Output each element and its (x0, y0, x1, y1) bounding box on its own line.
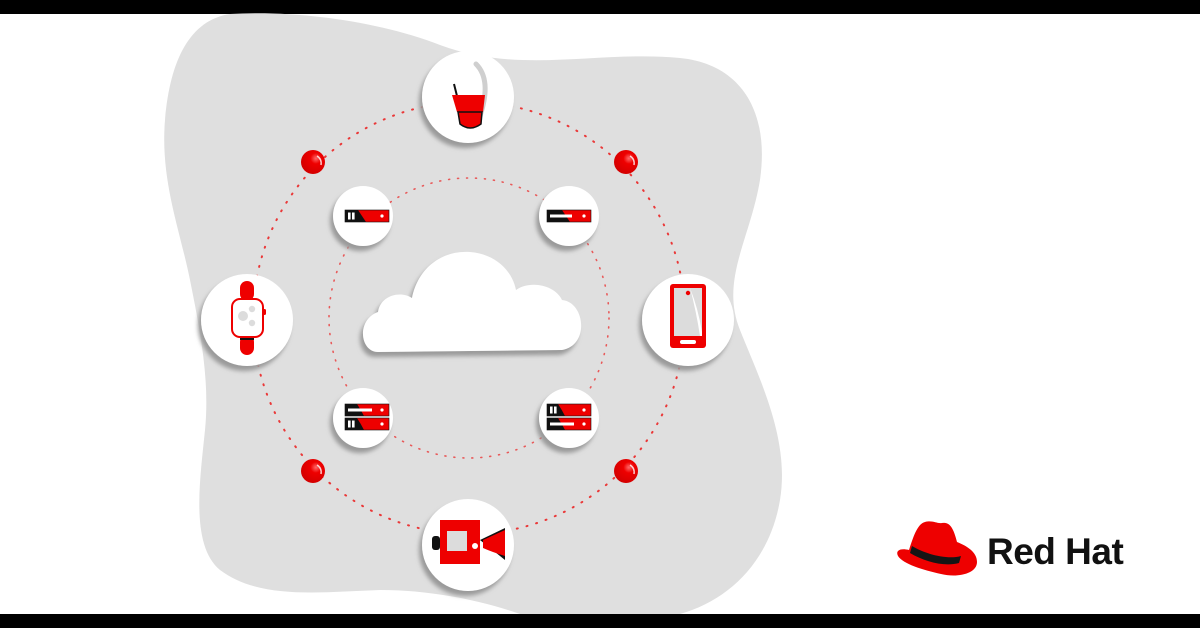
server-single-icon (344, 209, 390, 223)
server-single-icon (546, 209, 592, 223)
brand-wordmark: Red Hat (987, 530, 1124, 572)
server-stack-icon (546, 403, 592, 431)
server-node-top-left (333, 186, 393, 246)
smartwatch-icon (231, 281, 266, 355)
red-hat-fedora-icon (897, 521, 977, 576)
connector-node (614, 459, 638, 483)
video-camera-icon (432, 520, 505, 564)
connector-node (301, 150, 325, 174)
server-stack-icon (344, 403, 390, 431)
red-hat-logo: Red Hat (895, 520, 1124, 582)
cloud-icon (362, 251, 582, 352)
device-node-smartphone (642, 274, 734, 366)
connector-node (614, 150, 638, 174)
device-node-light-bulb (422, 51, 514, 143)
smartphone-icon (670, 284, 706, 348)
bottom-letterbox-bar (0, 614, 1200, 628)
connector-node (301, 459, 325, 483)
server-node-bottom-left (333, 388, 393, 448)
server-node-bottom-right (539, 388, 599, 448)
top-letterbox-bar (0, 0, 1200, 14)
light-bulb-icon (452, 61, 488, 129)
server-node-top-right (539, 186, 599, 246)
device-node-video-camera (422, 499, 514, 591)
inner-dotted-ring (328, 177, 610, 459)
device-node-smartwatch (201, 274, 293, 366)
